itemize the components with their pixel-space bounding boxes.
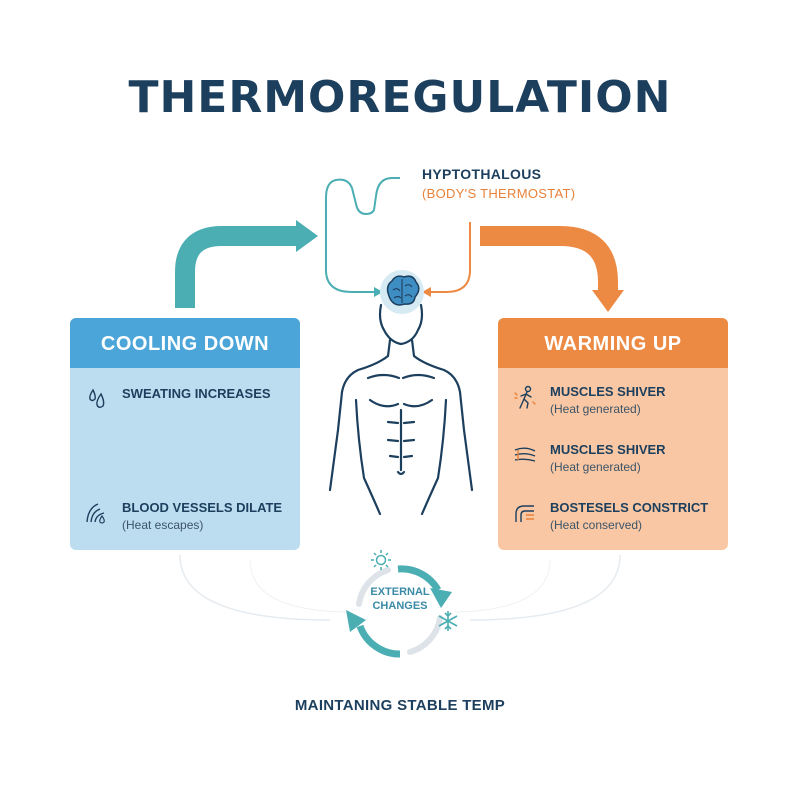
- shivering-person-icon: [514, 385, 536, 409]
- external-changes-line1: EXTERNAL: [370, 586, 430, 598]
- warming-up-header: WARMING UP: [498, 318, 728, 368]
- warming-item-label: MUSCLES SHIVER: [550, 442, 666, 457]
- cooling-item-sublabel: (Heat escapes): [122, 518, 204, 532]
- snowflake-icon: [438, 611, 458, 631]
- constricted-vessel-icon: [515, 505, 534, 522]
- cycle-gray-arc: [407, 615, 443, 655]
- footer-caption: MAINTANING STABLE TEMP: [294, 697, 506, 714]
- cycle-arrowhead-bottom: [346, 610, 366, 632]
- warming-up-panel: WARMING UP MUSCLES SHIVER (Heat generate…: [498, 318, 728, 550]
- warming-arrowhead: [592, 290, 624, 312]
- muscle-fibers-icon: [514, 447, 536, 462]
- warming-item-sublabel: (Heat generated): [550, 460, 641, 474]
- warming-item-label: BOSTESELS CONSTRICT: [550, 500, 709, 515]
- cooling-feedback-arrow: [175, 226, 300, 308]
- background-arc: [249, 559, 346, 613]
- cooling-arrowhead: [296, 220, 318, 252]
- warming-item-sublabel: (Heat generated): [550, 402, 641, 416]
- water-drops-icon: [89, 388, 105, 408]
- cooling-signal-arrowhead: [374, 287, 383, 297]
- external-changes-line2: CHANGES: [372, 600, 428, 612]
- background-arc: [454, 559, 551, 613]
- cycle-teal-arc-bottom: [356, 624, 401, 658]
- background-arc: [179, 554, 331, 621]
- cycle-arrowhead-top: [430, 588, 452, 608]
- thermostat-label: (BODY'S THERMOSTAT): [422, 186, 576, 201]
- cooling-item-label: SWEATING INCREASES: [122, 386, 271, 401]
- warming-signal-line: [426, 222, 471, 293]
- warming-item-sublabel: (Heat conserved): [550, 518, 643, 532]
- brain-icon: [380, 270, 424, 314]
- hypothalamus-label: HYPTOTHALOUS: [422, 166, 542, 182]
- page-title: THERMOREGULATION: [128, 72, 672, 123]
- warming-item-label: MUSCLES SHIVER: [550, 384, 666, 399]
- cooling-signal-line: [325, 177, 400, 293]
- background-arc: [469, 554, 621, 621]
- cycle-gray-arc: [356, 567, 391, 607]
- cooling-down-header: COOLING DOWN: [70, 318, 300, 368]
- warming-feedback-arrow: [480, 226, 618, 292]
- human-body-outline: [328, 303, 474, 516]
- warming-signal-arrowhead: [422, 287, 431, 297]
- blood-vessel-icon: [86, 503, 105, 524]
- cooling-item-label: BLOOD VESSELS DILATE: [122, 500, 283, 515]
- external-changes-label: EXTERNAL CHANGES: [355, 585, 445, 613]
- cycle-teal-arc-top: [397, 565, 442, 592]
- sun-icon: [371, 550, 391, 570]
- cooling-down-panel: COOLING DOWN SWEATING INCREASES BLOOD VE…: [70, 318, 300, 550]
